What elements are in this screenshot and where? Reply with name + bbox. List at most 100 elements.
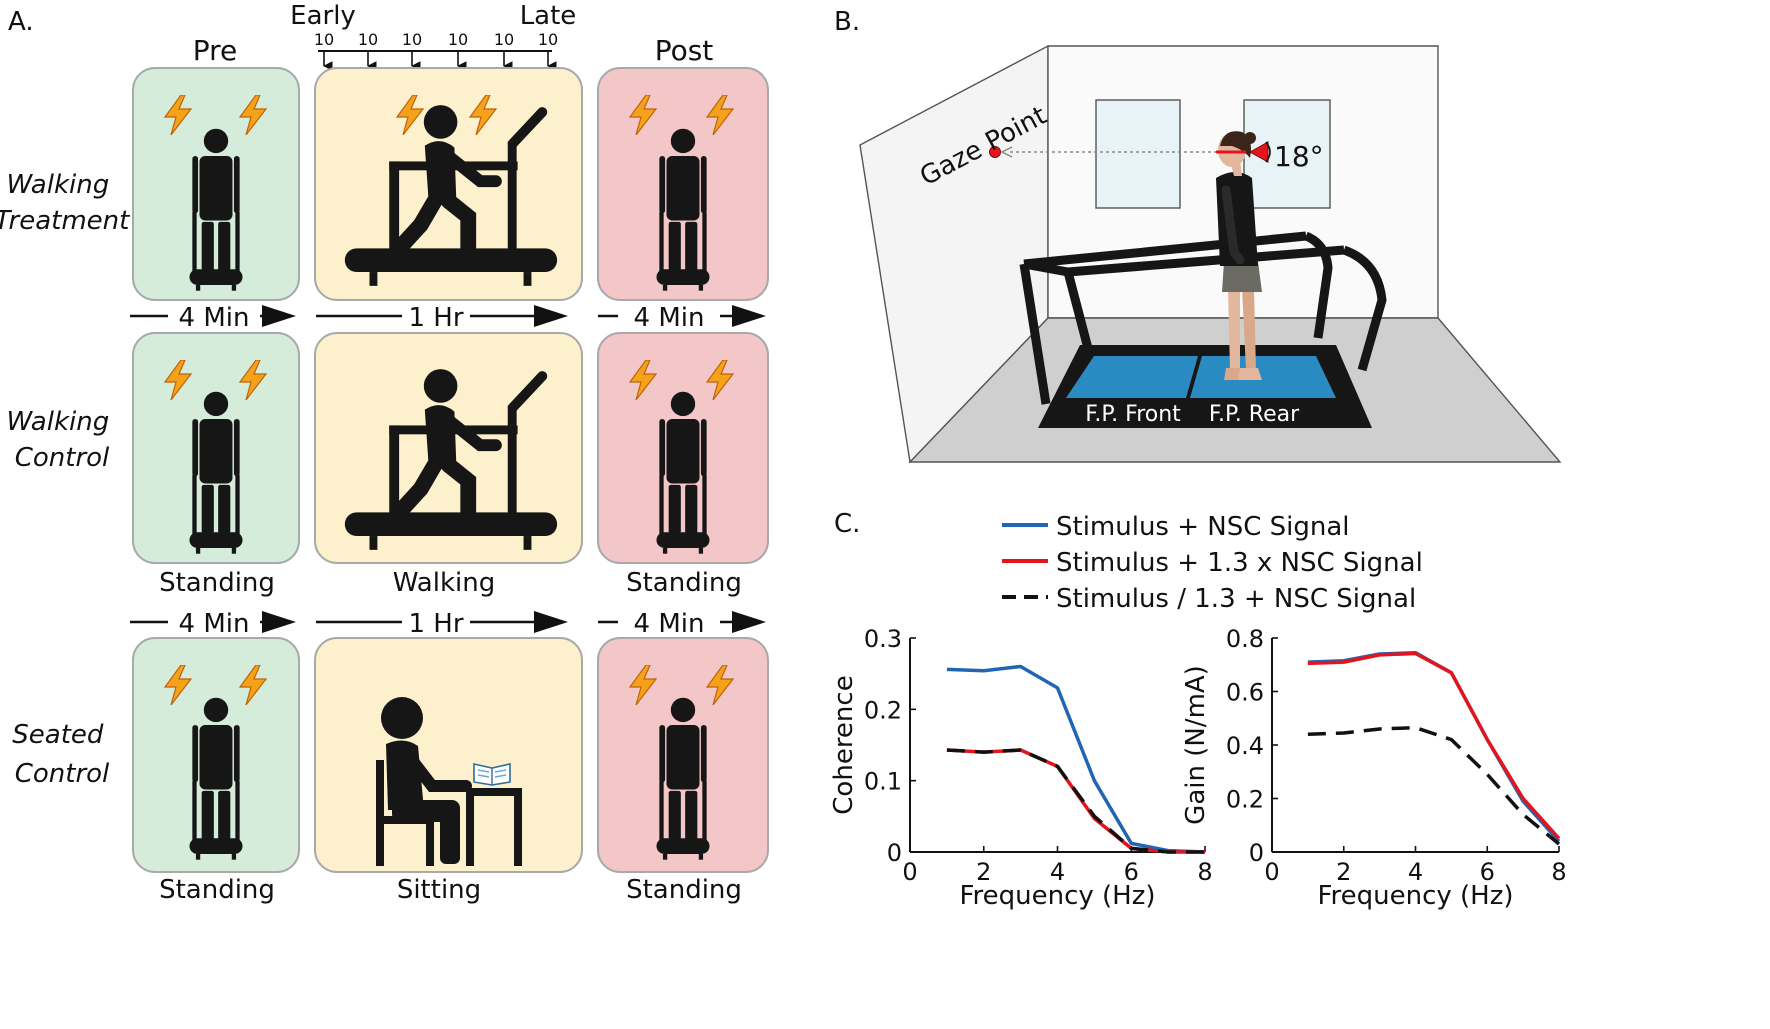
- row-label-line: Treatment: [0, 206, 130, 236]
- x-tick-label: 6: [1480, 858, 1495, 886]
- timeline-tick: 10: [448, 30, 468, 71]
- header-late: Late: [520, 1, 577, 31]
- duration-arrows-row2: 4 Min 1 Hr 4 Min: [130, 609, 766, 639]
- tick-label: 10: [538, 30, 558, 49]
- activity-label: Standing: [159, 875, 275, 905]
- row-walking-treatment: [132, 67, 769, 301]
- duration-label: 4 Min: [634, 303, 705, 333]
- row-label-line: Control: [15, 443, 110, 473]
- x-tick-label: 0: [1264, 858, 1279, 886]
- series-line: [1307, 651, 1561, 840]
- tick-label: 10: [402, 30, 422, 49]
- x-axis-label: Frequency (Hz): [1317, 881, 1513, 911]
- y-tick-label: 0.2: [1226, 786, 1264, 814]
- angle-label: 18°: [1274, 140, 1324, 173]
- x-axis-label: Frequency (Hz): [959, 881, 1155, 911]
- activity-label: Standing: [159, 568, 275, 598]
- duration-arrow-post: 4 Min: [598, 609, 766, 639]
- book-icon: [473, 763, 511, 786]
- force-plate-rear: [1190, 356, 1336, 398]
- row-walking-control: [132, 332, 769, 564]
- duration-arrow-middle: 1 Hr: [316, 303, 568, 333]
- legend-label: Stimulus + 1.3 x NSC Signal: [1056, 548, 1423, 578]
- y-tick-label: 0.6: [1226, 679, 1264, 707]
- activity-label: Standing: [626, 875, 742, 905]
- y-tick-label: 0: [887, 839, 902, 867]
- y-tick-label: 0.8: [1226, 625, 1264, 653]
- panel-label-a: A.: [8, 7, 34, 37]
- activity-label: Walking: [393, 568, 495, 598]
- duration-arrow-pre: 4 Min: [130, 303, 296, 333]
- y-tick-label: 0.4: [1226, 732, 1264, 760]
- series-line: [946, 664, 1206, 854]
- series-line: [946, 748, 1205, 854]
- x-tick-label: 0: [902, 858, 917, 886]
- force-plate-front: [1066, 356, 1198, 398]
- x-tick-label: 2: [976, 858, 991, 886]
- row-label-walking-control: Walking Control: [7, 407, 118, 473]
- row-label-line: Walking: [7, 170, 110, 200]
- row-seated-control: [132, 637, 769, 873]
- tick-label: 10: [358, 30, 378, 49]
- header-pre: Pre: [193, 34, 238, 67]
- duration-label: 4 Min: [634, 609, 705, 639]
- legend-label: Stimulus / 1.3 + NSC Signal: [1056, 584, 1416, 614]
- activity-label: Standing: [626, 568, 742, 598]
- tick-label: 10: [314, 30, 334, 49]
- y-tick-label: 0.3: [864, 625, 902, 653]
- row-label-line: Control: [15, 759, 110, 789]
- seated-person-icon: [376, 697, 472, 866]
- row-label-line: Seated: [12, 720, 104, 750]
- x-tick-label: 2: [1336, 858, 1351, 886]
- y-tick-label: 0.1: [864, 768, 902, 796]
- x-tick-label: 4: [1408, 858, 1423, 886]
- timeline-tick: 10: [314, 30, 334, 71]
- legend-item: Stimulus + NSC Signal: [1002, 512, 1350, 542]
- lab-room-illustration: Gaze Point F.P. Front F.P. Rear: [859, 44, 1562, 464]
- x-tick-label: 4: [1050, 858, 1065, 886]
- force-plate-label: F.P. Rear: [1209, 402, 1300, 427]
- panel-label-c: C.: [834, 509, 860, 539]
- legend: Stimulus + NSC Signal Stimulus + 1.3 x N…: [1002, 512, 1423, 614]
- duration-arrows-row1: 4 Min 1 Hr 4 Min: [130, 303, 766, 333]
- y-tick-label: 0: [1249, 839, 1264, 867]
- duration-label: 1 Hr: [408, 609, 463, 639]
- activity-label: Sitting: [397, 875, 481, 905]
- angle-indicator: 18°: [1248, 140, 1324, 173]
- series-line: [1307, 725, 1561, 846]
- duration-arrow-post: 4 Min: [598, 303, 766, 333]
- timeline-tick: 10: [538, 30, 558, 71]
- panel-label-b: B.: [834, 7, 860, 37]
- timeline-ticks: 10 10 10 10 10 10: [314, 30, 558, 71]
- tick-label: 10: [494, 30, 514, 49]
- duration-label: 1 Hr: [408, 303, 463, 333]
- y-axis-label: Coherence: [829, 675, 859, 814]
- series-line: [946, 748, 1205, 854]
- legend-item: Stimulus / 1.3 + NSC Signal: [1002, 584, 1416, 614]
- legend-label: Stimulus + NSC Signal: [1056, 512, 1350, 542]
- header-early: Early: [290, 1, 356, 31]
- participant-figure: [1216, 131, 1262, 380]
- y-axis-label: Gain (N/mA): [1181, 665, 1211, 825]
- duration-label: 4 Min: [179, 609, 250, 639]
- legend-item: Stimulus + 1.3 x NSC Signal: [1002, 548, 1423, 578]
- row-label-walking-treatment: Walking Treatment: [0, 170, 130, 236]
- row-label-line: Walking: [7, 407, 110, 437]
- x-tick-label: 8: [1197, 858, 1212, 886]
- timeline-tick: 10: [494, 30, 514, 71]
- desk-icon: [466, 788, 522, 866]
- row-label-seated-control: Seated Control: [12, 720, 111, 789]
- timeline-tick: 10: [402, 30, 422, 71]
- x-tick-label: 6: [1124, 858, 1139, 886]
- force-plate-label: F.P. Front: [1085, 402, 1181, 427]
- x-tick-label: 8: [1551, 858, 1566, 886]
- header-post: Post: [655, 34, 714, 67]
- tick-label: 10: [448, 30, 468, 49]
- timeline-tick: 10: [358, 30, 378, 71]
- duration-arrow-middle: 1 Hr: [316, 609, 568, 639]
- duration-arrow-pre: 4 Min: [130, 609, 296, 639]
- series-line: [1307, 650, 1561, 843]
